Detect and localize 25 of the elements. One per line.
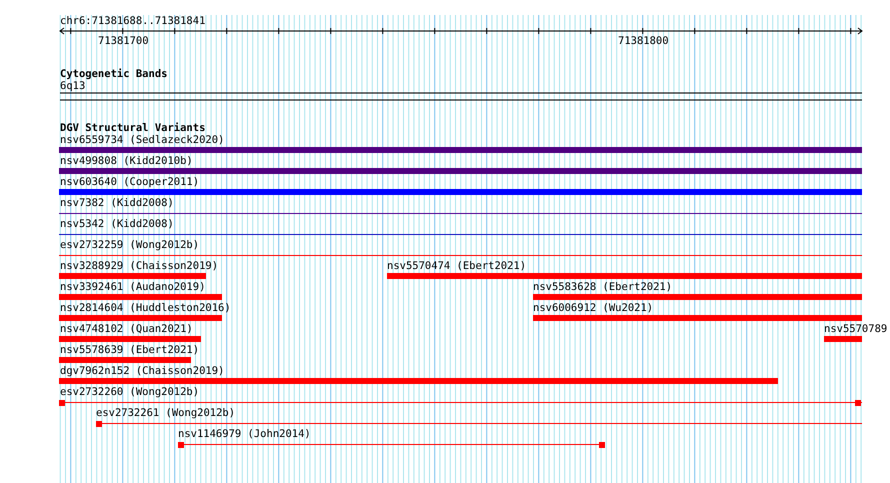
region-coordinates: chr6:71381688..71381841 — [60, 15, 206, 27]
variant-label: nsv7382 (Kidd2008) — [60, 197, 174, 209]
variant-label: nsv603640 (Cooper2011) — [60, 176, 200, 188]
variant-label: nsv2814604 (Huddleston2016) — [60, 302, 231, 314]
variant-label: esv2732260 (Wong2012b) — [60, 386, 200, 398]
variant-label: nsv1146979 (John2014) — [178, 428, 311, 440]
variant-label: nsv5578639 (Ebert2021) — [60, 344, 200, 356]
variant-label: nsv6006912 (Wu2021) — [533, 302, 654, 314]
variant-label: nsv499808 (Kidd2010b) — [60, 155, 193, 167]
variant-label: nsv5570789 — [824, 323, 888, 335]
variant-label: nsv3288929 (Chaisson2019) — [60, 260, 218, 272]
track-title: Cytogenetic Bands — [60, 68, 168, 80]
variant-label: nsv5342 (Kidd2008) — [60, 218, 174, 230]
variant-label: esv2732259 (Wong2012b) — [60, 239, 200, 251]
variant-label: esv2732261 (Wong2012b) — [96, 407, 236, 419]
tick-label: 71381700 — [98, 35, 149, 47]
variant-label: nsv4748102 (Quan2021) — [60, 323, 193, 335]
track-title: DGV Structural Variants — [60, 122, 206, 134]
tick-label: 71381800 — [618, 35, 669, 47]
variant-label: nsv5583628 (Ebert2021) — [533, 281, 672, 293]
band-label: 6q13 — [60, 80, 86, 92]
variant-label: nsv3392461 (Audano2019) — [60, 281, 206, 293]
variant-label: dgv7962n152 (Chaisson2019) — [60, 365, 224, 377]
variant-label: nsv5570474 (Ebert2021) — [387, 260, 526, 272]
variant-label: nsv6559734 (Sedlazeck2020) — [60, 134, 224, 146]
